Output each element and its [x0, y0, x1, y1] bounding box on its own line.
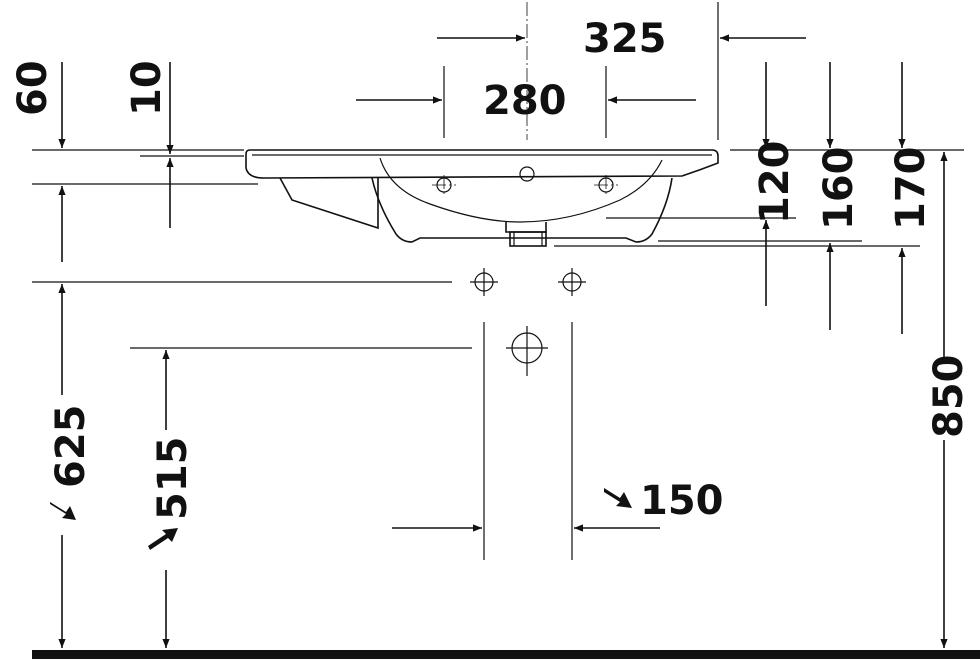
dimension-label-150: 150: [640, 478, 724, 524]
dimension-10: 10: [124, 60, 244, 228]
dimension-120: 120: [606, 62, 964, 306]
floor-line: [32, 650, 980, 659]
washbasin-body: [245, 149, 719, 247]
dimension-515: 515: [130, 347, 472, 648]
arrow-625-icon: [50, 502, 76, 520]
dimension-label-10: 10: [124, 60, 170, 116]
dimension-label-325: 325: [583, 16, 667, 62]
waste-outlet: [506, 326, 548, 376]
dimension-label-120: 120: [752, 141, 798, 225]
dimension-60: 60: [10, 60, 258, 262]
dimension-label-280: 280: [483, 78, 567, 124]
dimension-150: 150: [392, 322, 724, 560]
dimension-label-515: 515: [150, 437, 196, 521]
dimension-label-625: 625: [48, 405, 94, 489]
dimension-label-850: 850: [926, 355, 972, 439]
dimension-625: 625: [32, 281, 452, 648]
dimension-280: 280: [356, 66, 696, 138]
arrow-515-icon: [148, 528, 178, 550]
supply-points: [470, 268, 586, 296]
arrow-150-icon: [604, 488, 632, 508]
dimension-label-60: 60: [10, 60, 56, 116]
dimension-160: 160: [658, 62, 862, 330]
dimension-325: 325: [437, 2, 806, 140]
dimension-170: 170: [554, 62, 934, 334]
overflow-hole-icon: [519, 166, 535, 182]
dimension-label-170: 170: [888, 147, 934, 231]
dimension-850: 850: [926, 152, 972, 648]
dimension-label-160: 160: [816, 147, 862, 231]
